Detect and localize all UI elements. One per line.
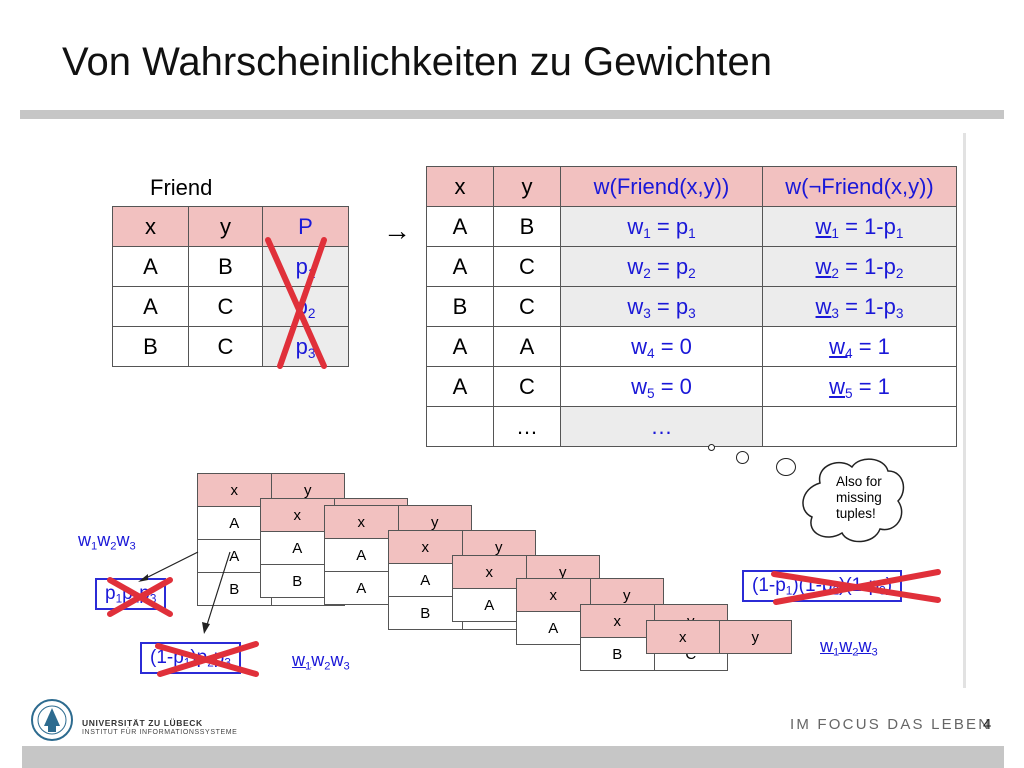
table-cell: A [426,246,494,287]
friend-table-label: Friend [150,175,213,200]
table-row: … … [426,406,957,447]
table-cell: B [426,286,494,327]
table-cell: A [493,326,561,367]
header-cell: P [262,206,349,247]
table-cell: C [188,326,263,367]
institute-name: INSTITUT FÜR INFORMATIONSSYSTEME [82,729,238,736]
table-cell: C [493,286,561,327]
table-header-row: x y P [112,206,349,247]
slide-title: Von Wahrscheinlichkeiten zu Gewichten [62,40,772,84]
header-cell: x [646,620,720,654]
thought-dot [776,458,796,476]
arrow-icon: → [383,215,411,246]
table-row: A C w2 = p2 w2 = 1-p2 [426,246,957,287]
cross-out-mark [265,237,327,369]
header-cell: y [188,206,263,247]
header-cell: x [516,578,591,612]
university-name: UNIVERSITÄT ZU LÜBECK [82,718,203,728]
table-row: A B w1 = p1 w1 = 1-p1 [426,206,957,247]
table-cell: A [324,538,399,572]
header-cell: x [580,604,655,638]
header-cell: x [324,505,399,539]
table-cell: C [493,366,561,407]
friend-table: x y P A B p1 A C p2 B C p3 [112,206,349,367]
header-cell: y [493,166,561,207]
university-seal-icon [31,699,73,741]
table-cell: A [426,206,494,247]
header-cell: x [426,166,494,207]
weight-cell: w3 = p3 [560,286,763,327]
cross-out-mark [107,577,173,617]
neg-weight-cell: w1 = 1-p1 [762,206,957,247]
weight-product-label: w1w2w3 [292,650,350,673]
neg-weight-cell: w4 = 1 [762,326,957,367]
weight-cell: … [560,406,763,447]
table-cell: A [388,563,463,597]
header-cell: x [388,530,463,564]
neg-weight-cell: w3 = 1-p3 [762,286,957,327]
table-cell: B [188,246,263,287]
weight-table: x y w(Friend(x,y)) w(¬Friend(x,y)) A B w… [426,166,957,447]
header-cell: x [260,498,335,532]
table-cell: A [197,506,272,540]
thought-dot [736,451,749,464]
vertical-divider [963,133,966,688]
cloud-text: Also for missing tuples! [836,474,882,521]
neg-weight-cell: w2 = 1-p2 [762,246,957,287]
header-cell: x [112,206,189,247]
page-number: 4 [983,716,992,733]
table-row: A C w5 = 0 w5 = 1 [426,366,957,407]
table-row: B C w3 = p3 w3 = 1-p3 [426,286,957,327]
table-cell: A [426,366,494,407]
table-row: A A w4 = 0 w4 = 1 [426,326,957,367]
table-cell: B [112,326,189,367]
table-cell: A [112,246,189,287]
header-cell: x [197,473,272,507]
thought-dot [708,444,715,451]
header-cell: w(Friend(x,y)) [560,166,763,207]
table-cell: A [197,539,272,573]
footer-bar [22,746,1004,768]
table-cell: B [493,206,561,247]
weight-cell: w1 = p1 [560,206,763,247]
weight-cell: w5 = 0 [560,366,763,407]
table-row: A C p2 [112,286,349,327]
cross-out-mark [771,569,941,605]
weight-product-label: w1w2w3 [78,530,136,553]
title-divider [20,110,1004,119]
pointer-arrows [138,551,231,634]
table-cell: … [493,406,561,447]
weight-cell: w4 = 0 [560,326,763,367]
header-cell: w(¬Friend(x,y)) [762,166,957,207]
probability-cell: p3 [262,326,349,367]
weight-cell: w2 = p2 [560,246,763,287]
table-cell: A [112,286,189,327]
table-cell: C [188,286,263,327]
slogan: IM FOCUS DAS LEBEN [790,716,992,733]
table-cell: A [426,326,494,367]
table-cell: B [580,637,655,671]
table-row: B C p3 [112,326,349,367]
table-cell [426,406,494,447]
neg-weight-cell: w5 = 1 [762,366,957,407]
thought-cloud [802,458,905,543]
table-header-row: x y w(Friend(x,y)) w(¬Friend(x,y)) [426,166,957,207]
table-cell: A [516,611,591,645]
weight-product-label: w1w2w3 [820,636,878,659]
cross-out-mark [155,641,259,677]
table-cell: C [493,246,561,287]
table-cell: B [197,572,272,606]
table-cell: B [260,564,335,598]
table-cell: A [260,531,335,565]
table-cell: A [452,588,527,622]
header-cell: x [452,555,527,589]
header-cell: y [718,620,792,654]
neg-weight-cell [762,406,957,447]
table-cell: A [324,571,399,605]
table-cell: B [388,596,463,630]
